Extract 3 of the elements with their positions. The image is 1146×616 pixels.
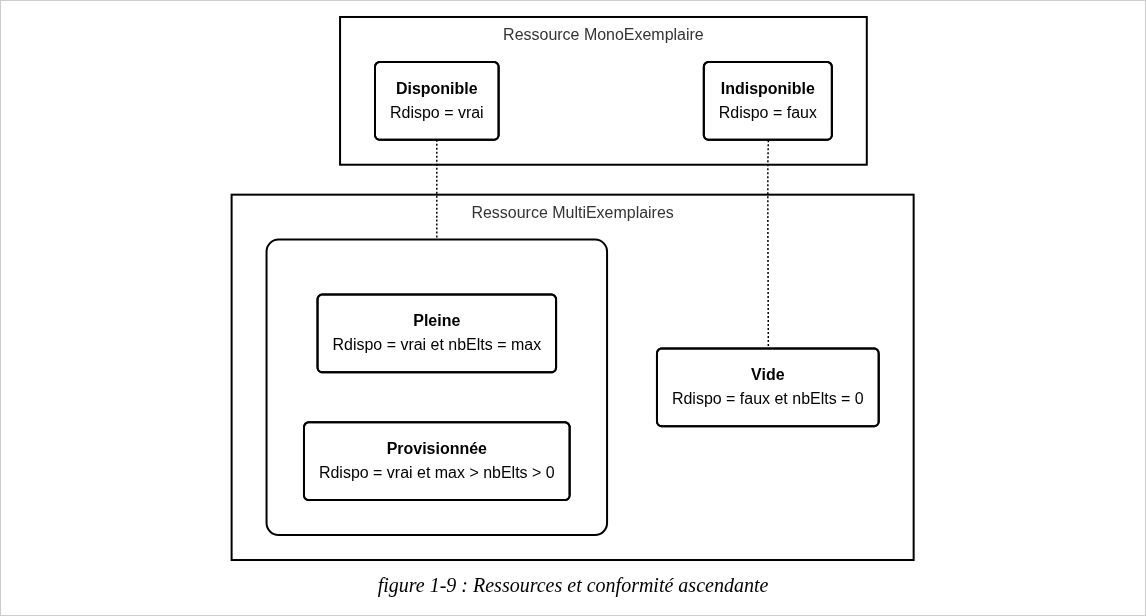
figure-caption: figure 1-9 : Ressources et conformité ascendante [377,574,769,597]
cluster [265,238,609,537]
connector [436,139,438,241]
